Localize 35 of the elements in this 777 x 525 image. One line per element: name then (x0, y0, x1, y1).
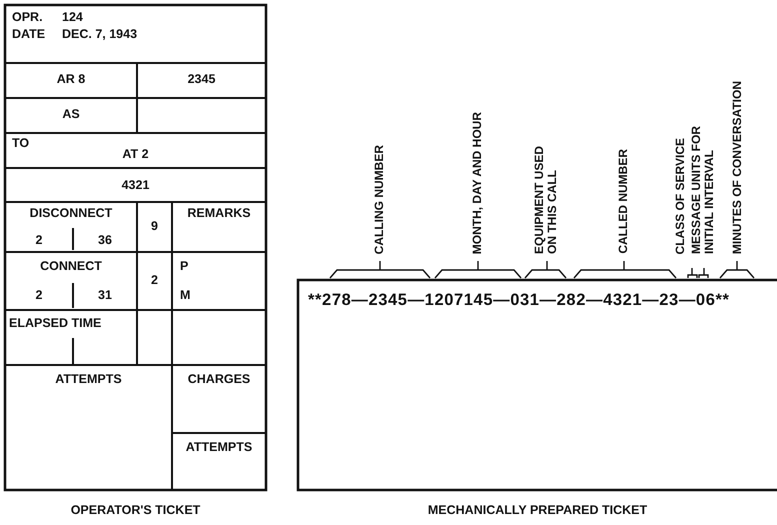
field-label: CONNECT (39, 259, 103, 274)
field-value: 2345 (186, 72, 216, 87)
field-value: M (180, 288, 190, 303)
field-label: CHARGES (186, 372, 252, 387)
field-value: 36 (97, 233, 113, 248)
ticket-caption: MECHANICALLY PREPARED TICKET (426, 503, 648, 518)
bracket-label: MINUTES OF CONVERSATION (731, 80, 744, 254)
field-value: AR 8 (56, 72, 86, 87)
field-label: TO (12, 136, 30, 151)
bracket-label: MESSAGE UNITS FOR INITIAL INTERVAL (690, 124, 716, 254)
bracket-label: MONTH, DAY AND HOUR (471, 112, 484, 254)
bracket-label: EQUIPMENT USED ON THIS CALL (533, 144, 559, 254)
field-value: 9 (150, 219, 159, 234)
field-value: DEC. 7, 1943 (62, 27, 138, 42)
field-label: ELAPSED TIME (9, 316, 102, 331)
field-value: 124 (62, 10, 83, 25)
field-label: ATTEMPTS (54, 372, 123, 387)
field-value: AT 2 (121, 147, 150, 162)
field-label: REMARKS (186, 206, 252, 221)
bracket-label: CLASS OF SERVICE (674, 138, 687, 254)
field-value: 2 (34, 288, 44, 303)
field-label: ATTEMPTS (184, 440, 254, 455)
field-label: DATE (12, 27, 46, 42)
field-value: 2 (34, 233, 44, 248)
bracket-label: CALLING NUMBER (373, 144, 386, 254)
ticket-readout: **278—2345—1207145—031—282—4321—23—06** (308, 290, 730, 310)
field-label: OPR. (12, 10, 43, 25)
field-value: 2 (150, 273, 159, 288)
field-value: AS (61, 107, 81, 122)
field-value: 31 (97, 288, 113, 303)
field-label: DISCONNECT (28, 206, 114, 221)
ticket-caption: OPERATOR'S TICKET (70, 503, 202, 518)
field-value: P (180, 259, 188, 274)
bracket-label: CALLED NUMBER (617, 149, 630, 254)
field-value: 4321 (120, 178, 150, 193)
